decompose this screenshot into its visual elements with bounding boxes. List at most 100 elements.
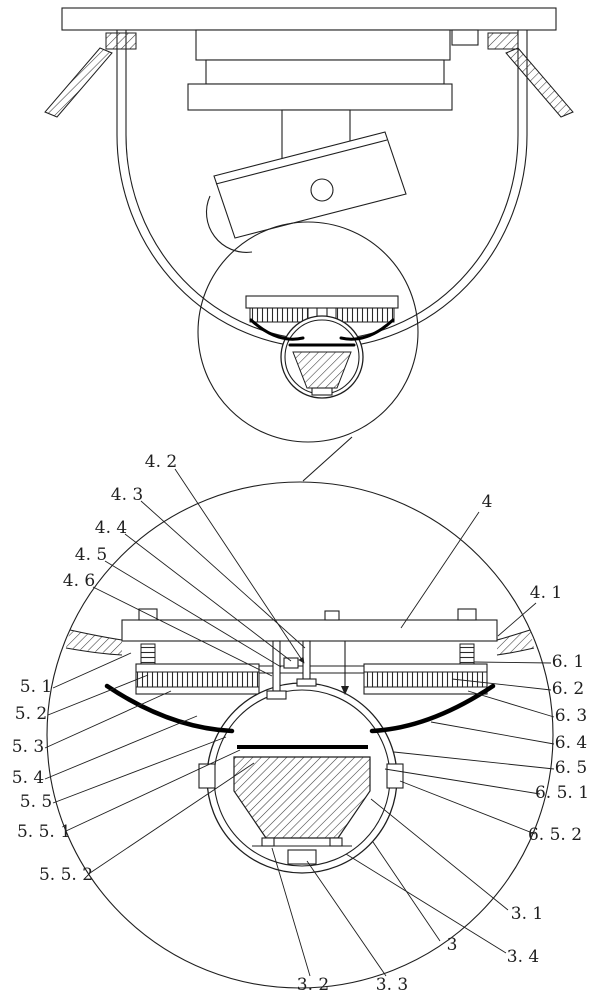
leader-3-2 [271, 847, 311, 977]
leader-5-2 [47, 674, 149, 716]
rack-left [135, 663, 260, 695]
label-3-3: 3. 3 [376, 975, 408, 995]
mini-bottom-block [311, 387, 333, 396]
center-cross-block [283, 657, 299, 669]
leader-4-6 [92, 586, 273, 677]
label-5-1: 5. 1 [20, 677, 52, 697]
mount-plate [187, 83, 453, 111]
leader-6-5-1 [384, 768, 541, 795]
leader-3-1 [370, 798, 509, 911]
pivot-circle [310, 178, 334, 202]
bottom-block [287, 849, 317, 865]
wall-band-left [66, 630, 122, 655]
tab-right [386, 763, 404, 789]
leader-4-4 [124, 533, 292, 662]
detail-indicator-circle [197, 221, 419, 443]
leader-5-5 [52, 736, 227, 804]
wall-curve-right-1 [496, 647, 535, 656]
lens-dome [205, 195, 253, 253]
rack-right-mini [335, 307, 395, 323]
label-6-1: 6. 1 [552, 652, 584, 672]
mount-rod-left [44, 47, 113, 118]
leader-6-3 [467, 690, 555, 718]
label-3: 3 [447, 935, 458, 955]
center-pin-b-foot [296, 678, 317, 687]
label-4-3: 4. 3 [111, 485, 143, 505]
rack-left-teeth [137, 672, 258, 687]
rack-right-teeth [365, 672, 486, 687]
core-foot-left [261, 837, 275, 847]
overview-figure [44, 7, 574, 482]
leader-6-5-2 [399, 780, 536, 835]
reference-labels: 4. 2 4. 3 4. 4 4. 5 4. 6 4 4. 1 6. 1 6. … [12, 452, 589, 995]
label-4-5: 4. 5 [75, 545, 107, 565]
wall-curve-right-2 [496, 629, 531, 641]
label-4: 4 [482, 492, 493, 512]
label-3-1: 3. 1 [511, 904, 543, 924]
label-6-5-1: 6. 5. 1 [535, 783, 589, 803]
label-5-3: 5. 3 [12, 737, 44, 757]
label-6-5: 6. 5 [555, 758, 587, 778]
label-5-2: 5. 2 [15, 704, 47, 724]
leader-6-5 [393, 751, 555, 770]
leader-5-3 [44, 690, 172, 749]
leader-6-1 [473, 661, 552, 664]
detail-boundary-circle [46, 481, 554, 989]
camera-body-inner-line [215, 139, 388, 185]
label-3-2: 3. 2 [297, 975, 329, 995]
leader-4-3 [140, 500, 306, 649]
top-bar [121, 619, 498, 642]
rack-left-mini [249, 307, 309, 323]
leader-6-2 [451, 678, 552, 691]
label-6-2: 6. 2 [552, 679, 584, 699]
wall-curve-left-1 [65, 647, 123, 656]
rack-right [363, 663, 488, 695]
mount-block-upper [195, 29, 451, 61]
wiper-blade-right-mini [339, 318, 395, 341]
leader-3-4 [345, 853, 507, 954]
mount-block-mid [205, 59, 445, 85]
wiper-blade-left [104, 683, 235, 734]
center-pin-c-tip [341, 686, 349, 695]
leader-4-5 [104, 560, 282, 668]
mount-pad-right [487, 32, 519, 50]
bolt-head-right [457, 608, 477, 621]
leader-4 [400, 511, 480, 629]
label-6-3: 6. 3 [555, 706, 587, 726]
leader-6-4 [430, 721, 555, 745]
wiper-blade-left-mini [249, 318, 305, 341]
label-4-2: 4. 2 [145, 452, 177, 472]
leader-lines [44, 468, 555, 977]
leader-5-5-2 [89, 762, 255, 874]
center-pin-a-foot [266, 690, 287, 700]
label-5-5: 5. 5 [20, 792, 52, 812]
mount-pad-left [105, 32, 137, 50]
leader-4-2 [174, 468, 305, 664]
leader-3-3 [306, 860, 387, 977]
tab-left [198, 763, 216, 789]
camera-body [213, 131, 407, 239]
label-3-4: 3. 4 [507, 947, 539, 967]
label-6-4: 6. 4 [555, 733, 587, 753]
leader-5-1 [52, 652, 132, 689]
label-4-4: 4. 4 [95, 518, 127, 538]
detail-connector-line [302, 436, 353, 482]
label-6-5-2: 6. 5. 2 [528, 825, 582, 845]
mini-assembly [245, 295, 399, 399]
leader-5-5-1 [65, 749, 241, 832]
wall-curve-left-2 [69, 629, 123, 641]
ceiling-plate [61, 7, 557, 31]
label-4-1: 4. 1 [530, 583, 562, 603]
wall-band-right [497, 630, 534, 655]
core-foot-right [329, 837, 343, 847]
detail-figure [46, 481, 554, 989]
rack-bar-mini [245, 295, 399, 309]
label-5-5-2: 5. 5. 2 [39, 865, 93, 885]
leader-5-4 [44, 715, 198, 780]
label-5-5-1: 5. 5. 1 [17, 822, 71, 842]
label-5-4: 5. 4 [12, 768, 44, 788]
leader-4-1 [497, 602, 537, 637]
mount-rod-right [505, 47, 574, 118]
